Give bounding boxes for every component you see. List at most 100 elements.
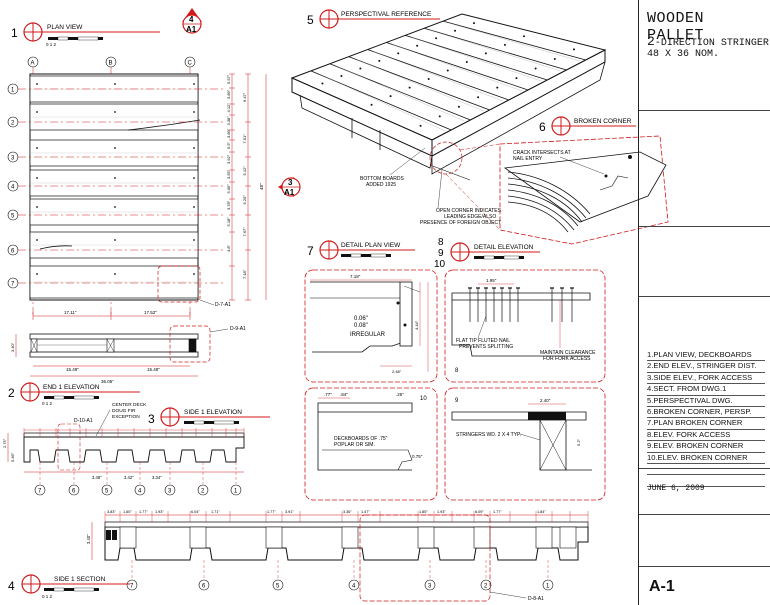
grid-row-label: 5 [11,213,15,219]
persp-nail [472,22,475,25]
plan-nail [36,239,38,241]
side-col-bubble [134,484,146,496]
section-col-bubble [126,579,138,591]
sheet-subtitle-line1: -DIRECTION STRINGER [654,38,769,49]
section-col-bubble [348,579,360,591]
section-stringer-block [265,526,283,549]
plan-dim-bottom-1: 17.11" [64,310,77,315]
detail-a-dim-b: 2.48" [392,369,402,374]
persp-nail [419,124,422,127]
section-stringer-block [535,526,553,549]
drawing-list-item: 5.PERSPECTIVAL DWG. [647,396,765,408]
side-col-label: 2 [201,488,205,494]
persp-nail [496,86,499,89]
plan-dim-right-a: 5.18" [226,217,231,227]
plan-nail [114,273,116,275]
section-dim-top: 3.36" [343,510,352,514]
drawing-list-item: 6.BROKEN CORNER, PERSP. [647,407,765,419]
detail-b-dim-1: 1.95" [486,278,497,283]
persp-board-seam [386,42,529,91]
perspective-label: PERSPECTIVAL REFERENCE [341,11,432,18]
title-block-divider [639,566,770,567]
sheet-subtitle-line2: 48 X 36 NOM. [647,49,720,60]
persp-nail [378,59,381,62]
note-center-deck-1: CENTER DECK [112,402,147,408]
section-col-bubble [424,579,436,591]
plan-dim-total: 48" [259,183,264,190]
persp-board-seam [405,34,548,81]
plan-nail [36,177,38,179]
persp-nail [503,43,506,46]
side-elevation-label: SIDE 1 ELEVATION [184,409,242,416]
side-col-label: 4 [138,488,142,494]
plan-dim-right-a: 3.55" [226,169,231,179]
section-dim-top: 6.09" [475,510,484,514]
side-section-title: 4 SIDE 1 SECTION 0 1 2 [8,574,130,599]
persp-board-grain [316,72,446,132]
side-col-bubble [230,484,242,496]
note-crack-1: CRACK INTERSECTS AT [513,150,571,156]
ref-d8: D-8-A1 [528,596,544,602]
section-dim-top: 1.77" [493,510,502,514]
side-col-bubble [34,484,46,496]
plan-dims-right: 5.57"3.89"4.12"3.38"3.89"5.5"3.92"3.55"5… [226,73,267,301]
plan-dim-bottom-2: 17.52" [144,310,157,315]
plan-dim-right-a: 5.5" [226,141,231,149]
persp-nail [359,67,362,70]
persp-board-seam [443,20,586,61]
persp-nail [340,74,343,77]
plan-nail [193,177,195,179]
persp-nail [515,77,518,80]
persp-nail [534,67,537,70]
section-marker-3[interactable]: 3 A1 [278,177,301,197]
section-col-label: 2 [484,583,488,589]
section-board-end [112,530,117,540]
section-col-label: 3 [428,583,432,589]
plan-dim-right-b: 5.20" [242,195,247,205]
plan-nail [36,147,38,149]
drawing-list-item: 2.END ELEV., STRINGER DIST. [647,361,765,373]
persp-nail [416,44,419,47]
persp-board-grain [430,30,561,72]
detail-plan-title: 7 DETAIL PLAN VIEW [307,240,415,260]
plan-view: 1 PLAN VIEW 0 1 2 A B C [7,8,301,320]
section-marker-4[interactable]: 4 A1 [182,8,202,34]
detail-elev-number-9: 9 [438,248,444,259]
plan-nail [114,177,116,179]
persp-nail [427,78,430,81]
end-dim-total: 36.05" [101,379,114,384]
persp-nail [572,48,575,51]
section-dim-top: 1.84" [537,510,546,514]
plan-dim-right-a: 5.57" [226,74,231,84]
plan-view-scale: 0 1 2 [46,42,57,47]
note-open-corner-1: OPEN CORNER INDICATES [436,208,502,214]
note-irregular-2: 0.08" [354,323,368,329]
broken-corner-label: BROKEN CORNER [574,118,632,125]
broken-corner-title: 6 BROKEN CORNER [539,116,636,136]
side-col-bubble [197,484,209,496]
ref-d9: D-9-A1 [230,326,246,332]
plan-nail [114,239,116,241]
grid-row-label: 4 [11,184,15,190]
section-col-label: 6 [202,583,206,589]
note-open-corner-2: LEADING EDGE/ALSO [444,214,496,220]
note-clearance-2: FOR FORK ACCESS [543,356,591,362]
note-center-deck-3: EXCEPTION [112,414,140,420]
note-clearance-1: MAINTAIN CLEARANCE [540,350,596,356]
detail-elev-number-10: 10 [434,259,446,270]
end-elevation-label: END 1 ELEVATION [43,384,100,391]
detail-b-dim-3: 5.2" [576,438,581,446]
sect-dim-height: 3.40" [86,534,91,544]
side-dim-left-2: 5.46" [10,452,15,462]
drawing-list-blank [647,464,765,476]
grid-row-label: 7 [11,281,15,287]
persp-nail [465,60,468,63]
detail-b-dim-2: 2.40" [540,398,551,403]
plan-nail [114,83,116,85]
persp-nail [553,57,556,60]
section-marker-3-num: 3 [288,178,293,187]
grid-col-b: B [109,61,113,67]
section-stringer-block [473,526,491,549]
